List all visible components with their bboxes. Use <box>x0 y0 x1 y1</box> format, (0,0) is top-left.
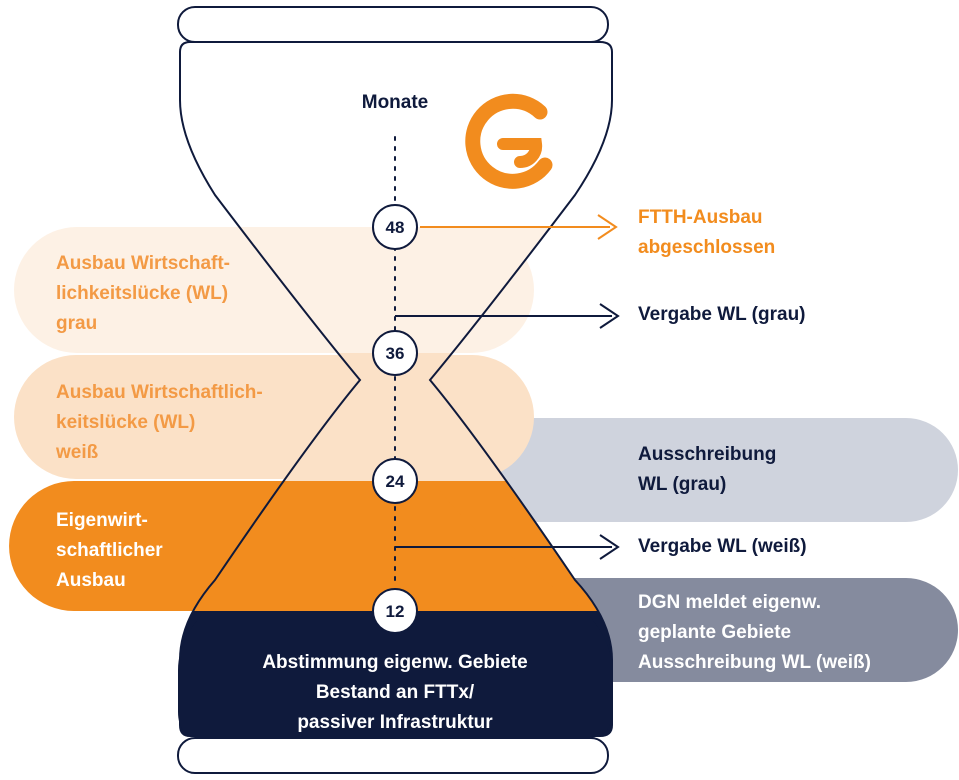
axis-title: Monate <box>361 92 429 113</box>
milestone-24: 24 <box>372 458 418 504</box>
left-band-label-eigenwirtschaftlich: Eigenwirt- schaftlicher Ausbau <box>56 510 163 591</box>
milestone-24-label: 24 <box>386 472 405 491</box>
left-band-label-wl-weiss: Ausbau Wirtschaftlich- keitslücke (WL) w… <box>56 382 263 463</box>
arrow-ftth-icon <box>597 214 618 240</box>
milestone-36: 36 <box>372 330 418 376</box>
left-band-label-wl-grau: Ausbau Wirtschaft- lichkeitslücke (WL) g… <box>56 253 231 334</box>
right-label-ausschreibung-grau: Ausschreibung WL (grau) <box>638 444 777 495</box>
milestone-48: 48 <box>372 204 418 250</box>
right-label-ftth: FTTH-Ausbau abgeschlossen <box>638 207 776 258</box>
arrow-vergabe-weiss-icon <box>599 534 620 560</box>
g-logo-icon <box>465 93 553 189</box>
bottom-box <box>178 611 612 738</box>
hourglass-top-cap <box>177 6 609 43</box>
right-label-vergabe-grau: Vergabe WL (grau) <box>638 304 806 325</box>
arrow-vergabe-grau-icon <box>599 303 620 329</box>
right-label-dgn-meldet: DGN meldet eigenw. geplante Gebiete Auss… <box>638 592 871 673</box>
milestone-12-label: 12 <box>386 602 405 621</box>
hourglass-bottom-cap <box>177 737 609 774</box>
hourglass-outline <box>179 41 613 737</box>
milestone-36-label: 36 <box>386 344 405 363</box>
band-dgn-meldet <box>520 578 958 682</box>
right-label-vergabe-weiss: Vergabe WL (weiß) <box>638 536 807 557</box>
milestone-12: 12 <box>372 588 418 634</box>
bottom-box-label: Abstimmung eigenw. Gebiete Bestand an FT… <box>262 652 528 733</box>
band-eigenwirtschaftlich <box>9 481 585 611</box>
milestone-48-label: 48 <box>386 218 405 237</box>
